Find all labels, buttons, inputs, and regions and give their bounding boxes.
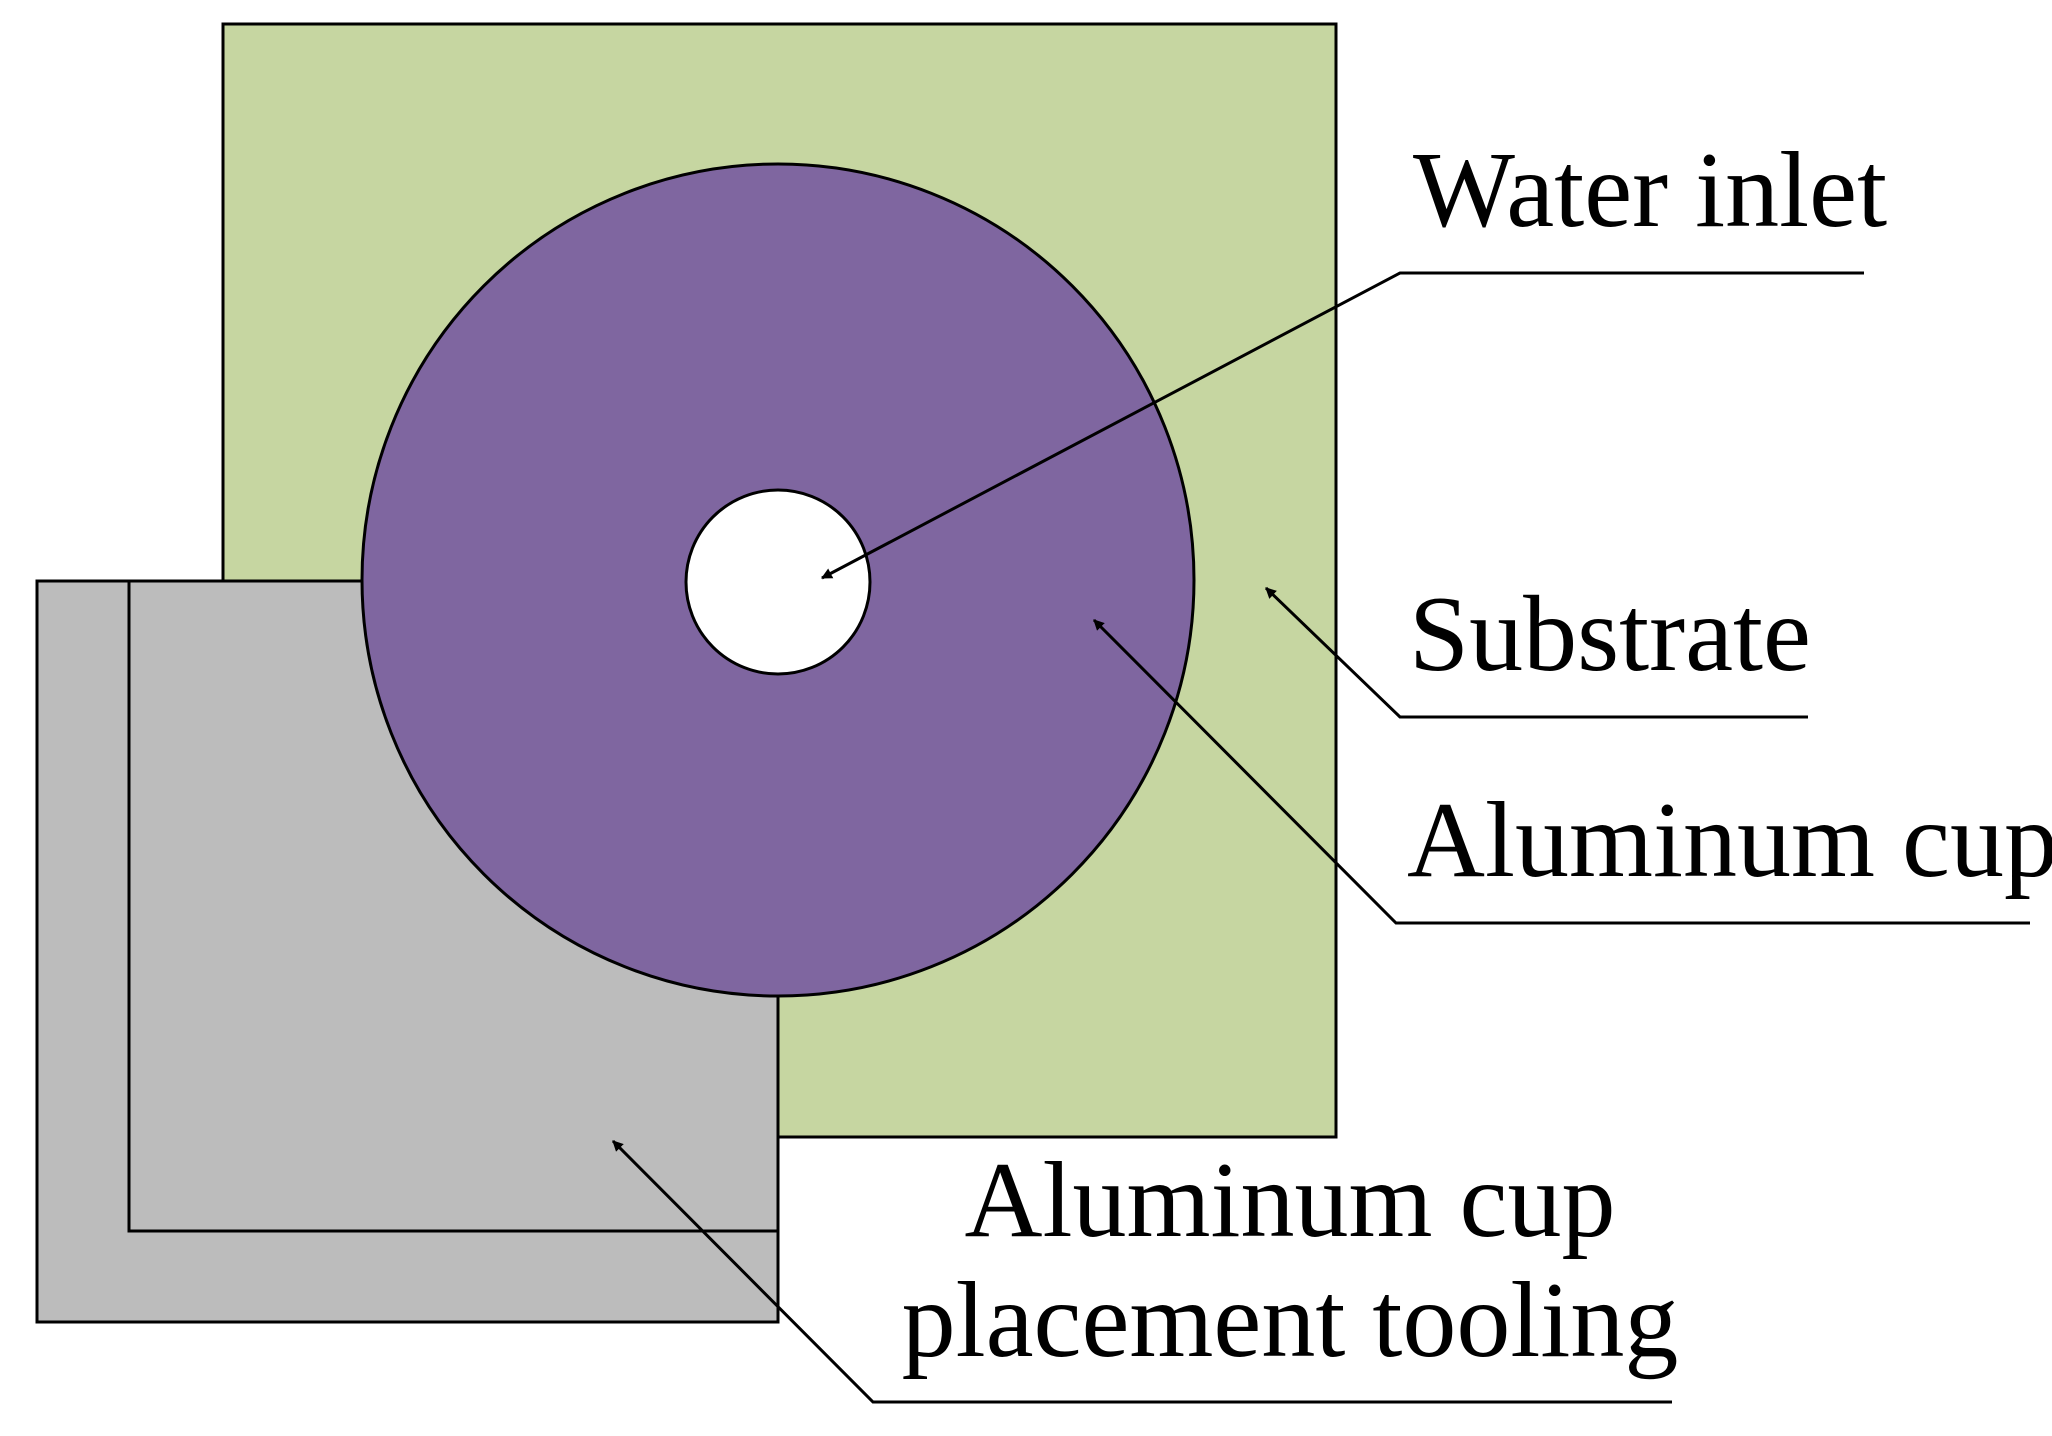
substrate-leader	[1264, 586, 1808, 719]
water-inlet-label: Water inlet	[1413, 131, 1887, 250]
water-inlet-leader	[821, 271, 1864, 580]
aluminum-cup-label: Aluminum cup	[1407, 781, 2052, 900]
water-inlet-hole	[684, 488, 872, 676]
tooling-label-line1: Aluminum cup	[965, 1141, 1616, 1260]
substrate-label: Substrate	[1409, 575, 1811, 694]
aluminum-cup-leader	[1092, 618, 2030, 925]
tooling-label-line2: placement tooling	[902, 1261, 1679, 1380]
tooling-leader	[611, 1139, 1672, 1404]
